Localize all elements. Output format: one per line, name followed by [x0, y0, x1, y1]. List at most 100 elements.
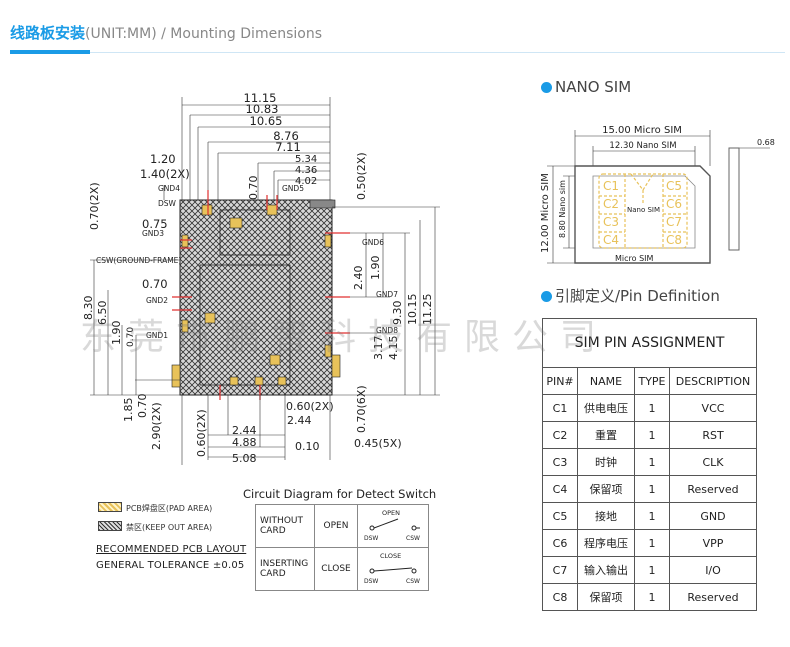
- cell-pin: C5: [542, 502, 578, 530]
- dim-left-0: 8.30: [82, 296, 95, 321]
- table-title-row: SIM PIN ASSIGNMENT: [542, 318, 757, 368]
- switch-cell: CLOSE DSW CSW: [357, 547, 429, 591]
- dim-bottom-0: 0.60(2X): [195, 409, 208, 457]
- state-cell: WITHOUT CARD: [255, 504, 315, 548]
- cell-description: Reserved: [669, 475, 757, 503]
- cell-name: 保留项: [577, 583, 635, 611]
- dim-left-2: 1.90: [110, 321, 123, 346]
- switch-cell: OPEN DSW CSW: [357, 504, 429, 548]
- label-gnd2: GND2: [146, 296, 168, 305]
- dim-bottom-4: 5.08: [232, 452, 257, 465]
- dim-bottom-3: 4.88: [232, 436, 257, 449]
- table-header-row: PIN# NAME TYPE DESCRIPTION: [542, 367, 757, 395]
- dsw-terminal: DSW: [364, 578, 378, 585]
- contact-c3: C3: [603, 215, 619, 229]
- cell-description: VCC: [669, 394, 757, 422]
- micro-width-dim: 15.00 Micro SIM: [602, 125, 682, 136]
- cell-type: 1: [634, 394, 670, 422]
- label-gnd6: GND6: [362, 238, 384, 247]
- action-cell: OPEN: [314, 504, 358, 548]
- switch-close-icon: CLOSE DSW CSW: [364, 552, 420, 585]
- keepout-swatch: [98, 521, 122, 531]
- cell-name: 重置: [577, 421, 635, 449]
- detect-switch-title: Circuit Diagram for Detect Switch: [243, 487, 437, 501]
- csw-terminal: CSW: [406, 535, 420, 542]
- sim-side-view: [728, 147, 740, 251]
- cell-description: Reserved: [669, 583, 757, 611]
- dim-0-70-2x: 0.70(2X): [88, 182, 101, 230]
- dim-0-70-csw: 0.70: [142, 277, 168, 291]
- nano-height-dim: 8.80 Nano sim: [558, 180, 567, 238]
- dim-top-3: 8.76: [273, 129, 299, 143]
- column-header: NAME: [577, 367, 635, 395]
- cell-name: 接地: [577, 502, 635, 530]
- dim-bottom-6: 0.10: [295, 440, 320, 453]
- dim-right-lower-0: 3.17: [372, 336, 385, 361]
- company-watermark: 东莞市鹏智科技有限公司: [80, 317, 609, 358]
- cell-pin: C3: [542, 448, 578, 476]
- cell-type: 1: [634, 475, 670, 503]
- switch-open-label: OPEN: [382, 509, 400, 517]
- dim-left-3: 0.70: [126, 327, 136, 347]
- pin-assignment-table: SIM PIN ASSIGNMENT PIN# NAME TYPE DESCRI…: [542, 318, 757, 611]
- legend-keepout-text: 禁区(KEEP OUT AREA): [126, 523, 213, 532]
- title-cn: 线路板安装: [10, 24, 86, 42]
- contact-c1: C1: [603, 179, 619, 193]
- cell-type: 1: [634, 502, 670, 530]
- dim-top-4: 7.11: [275, 140, 301, 154]
- dim-right-1: 1.90: [369, 256, 382, 281]
- state-cell: INSERTING CARD: [255, 547, 315, 591]
- column-header: TYPE: [634, 367, 670, 395]
- dim-top-5: 5.34: [295, 154, 317, 165]
- detect-row-open: WITHOUT CARD OPEN OPEN DSW CSW: [255, 504, 429, 548]
- action-cell: CLOSE: [314, 547, 358, 591]
- label-gnd4: GND4: [158, 184, 180, 193]
- nano-sim-drawing: 15.00 Micro SIM 12.30 Nano SIM 0.68 12.0…: [540, 125, 775, 264]
- legend-pad-text: PCB焊盘区(PAD AREA): [126, 504, 213, 513]
- column-header: DESCRIPTION: [669, 367, 757, 395]
- dim-right-4: 11.25: [421, 294, 434, 326]
- dim-left-bottom-0: 1.85: [122, 398, 135, 423]
- dsw-terminal: DSW: [364, 535, 378, 542]
- detect-row-close: INSERTING CARD CLOSE CLOSE DSW CSW: [255, 547, 429, 591]
- cell-name: 供电电压: [577, 394, 635, 422]
- dim-top-6: 4.36: [295, 165, 317, 176]
- dim-bottom-2: 2.44: [287, 414, 312, 427]
- label-dsw: DSW: [158, 199, 177, 208]
- cell-description: VPP: [669, 529, 757, 557]
- switch-close-label: CLOSE: [380, 552, 401, 560]
- dim-bottom-8: 0.45(5X): [354, 437, 402, 450]
- label-gnd7: GND7: [376, 290, 398, 299]
- cell-name: 程序电压: [577, 529, 635, 557]
- contact-c7: C7: [666, 215, 682, 229]
- contact-c6: C6: [666, 197, 682, 211]
- nano-sim-section-title: NANO SIM: [541, 78, 631, 96]
- nano-width-dim: 12.30 Nano SIM: [609, 141, 676, 151]
- cell-description: GND: [669, 502, 757, 530]
- cell-type: 1: [634, 529, 670, 557]
- contact-c4: C4: [603, 233, 619, 247]
- dim-left-bottom-2: 2.90(2X): [150, 402, 163, 450]
- nano-sim-label: Nano SIM: [627, 206, 660, 214]
- legend-keepout: 禁区(KEEP OUT AREA): [98, 521, 212, 533]
- dim-top-2: 10.65: [250, 114, 283, 128]
- title-divider: [10, 52, 785, 53]
- contact-c8: C8: [666, 233, 682, 247]
- detect-switch-table: WITHOUT CARD OPEN OPEN DSW CSW INSERTING…: [255, 504, 429, 591]
- label-gnd5: GND5: [282, 184, 304, 193]
- dim-top-7: 4.02: [295, 176, 317, 187]
- nano-sim-title-text: NANO SIM: [555, 78, 632, 96]
- cell-pin: C4: [542, 475, 578, 503]
- micro-height-dim: 12.00 Micro SIM: [540, 173, 551, 253]
- dim-top-1: 10.83: [246, 102, 279, 116]
- contact-c2: C2: [603, 197, 619, 211]
- table-title: SIM PIN ASSIGNMENT: [542, 318, 757, 368]
- cell-type: 1: [634, 583, 670, 611]
- title-accent-bar: [10, 50, 90, 54]
- cell-name: 时钟: [577, 448, 635, 476]
